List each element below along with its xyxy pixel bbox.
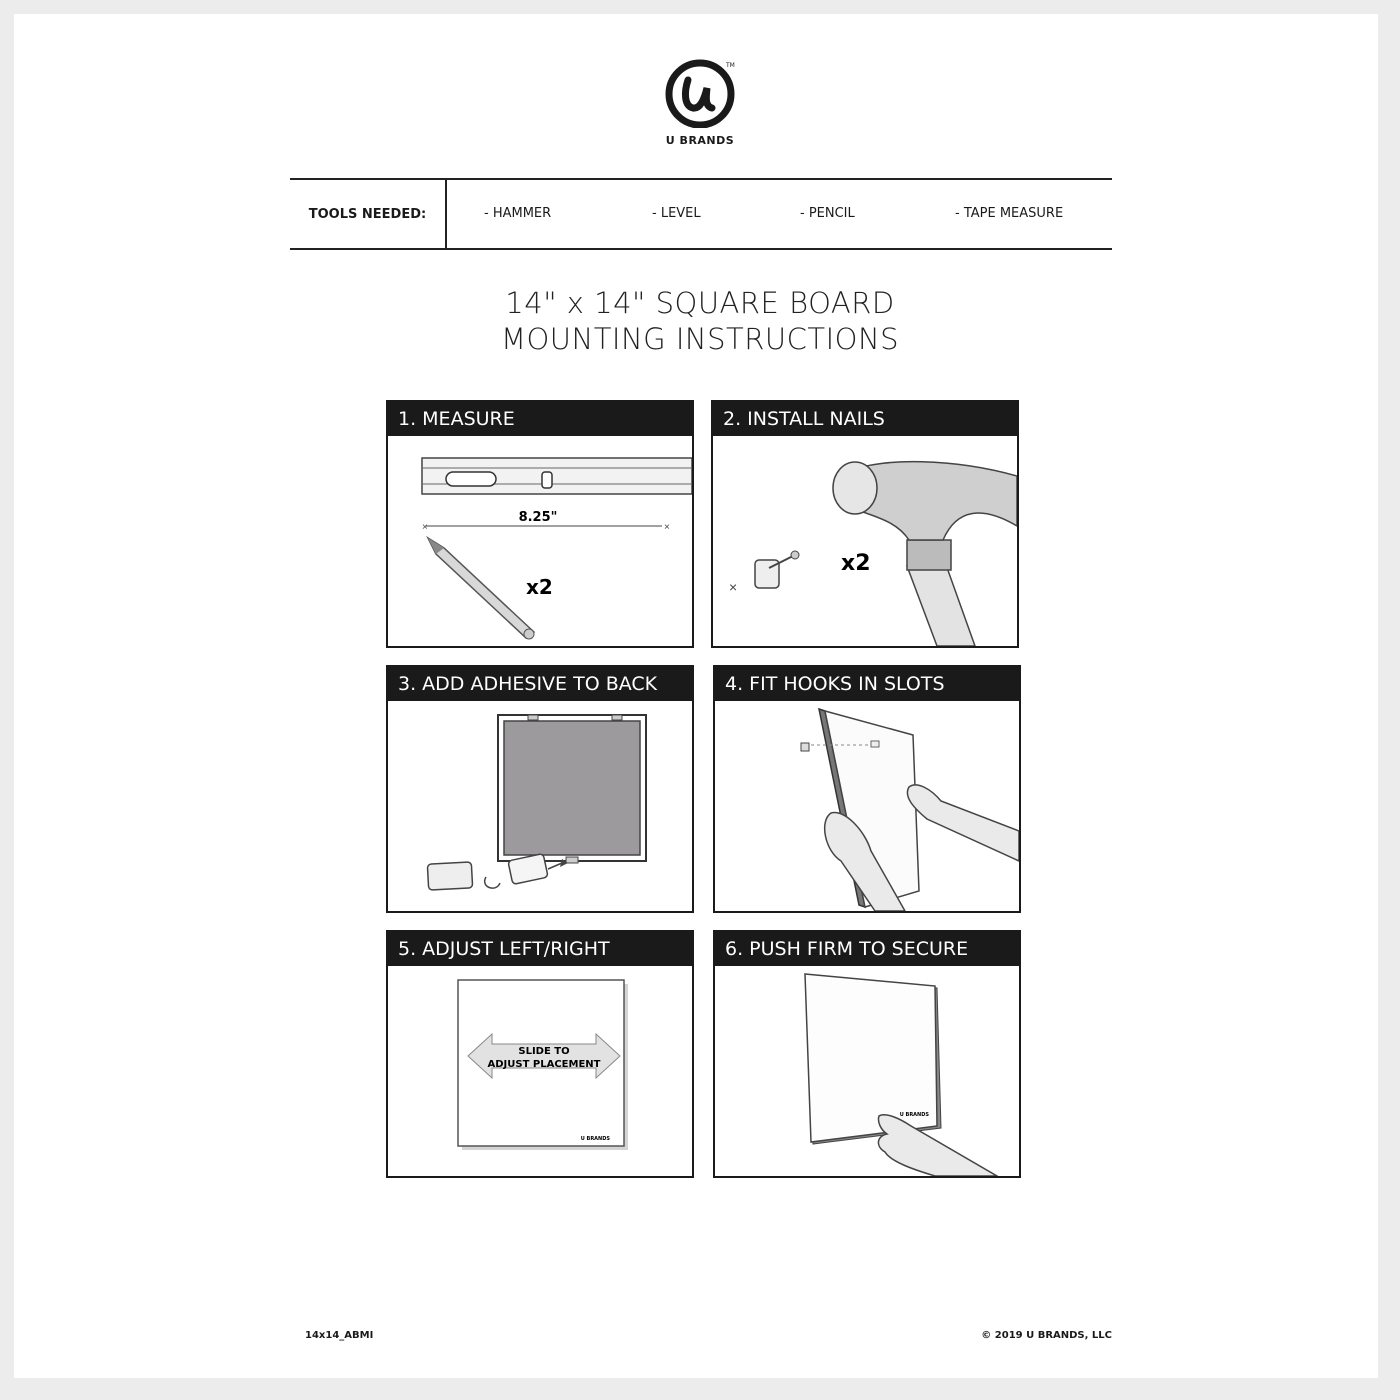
hammer-nail-illustration: × x2 <box>729 460 1017 646</box>
push-secure-illustration: U BRANDS <box>804 973 999 1176</box>
step-5-label: 5. ADJUST LEFT/RIGHT <box>388 932 692 966</box>
level-pencil-illustration: × × 8.25" x2 <box>421 457 692 640</box>
step-5-panel: 5. ADJUST LEFT/RIGHT U BRANDS SLIDE TO A… <box>386 930 694 1178</box>
hammer-icon <box>832 460 1017 646</box>
step-6-label: 6. PUSH FIRM TO SECURE <box>715 932 1019 966</box>
page-title-line2: MOUNTING INSTRUCTIONS <box>500 322 900 356</box>
nail-hook-icon: × <box>729 550 800 595</box>
page-title-line1: 14" x 14" SQUARE BOARD <box>505 286 895 320</box>
svg-text:×: × <box>422 522 428 533</box>
brand-logo: TM U BRANDS <box>660 58 740 147</box>
brand-name: U BRANDS <box>665 134 735 147</box>
step-4-panel: 4. FIT HOOKS IN SLOTS <box>713 665 1021 913</box>
step-6-panel: 6. PUSH FIRM TO SECURE U BRANDS <box>713 930 1021 1178</box>
hands-icon <box>823 784 1019 911</box>
copyright-notice: © 2019 U BRANDS, LLC <box>981 1330 1112 1341</box>
tools-needed-label: TOOLS NEEDED: <box>290 180 447 248</box>
tool-hammer: - HAMMER <box>484 206 552 221</box>
step-1-count: x2 <box>526 575 553 599</box>
document-code: 14x14_ABMI <box>305 1330 374 1341</box>
step-2-panel: 2. INSTALL NAILS × x2 <box>711 400 1019 648</box>
step-1-label: 1. MEASURE <box>388 402 692 436</box>
pushing-hand-icon <box>877 1114 999 1176</box>
board-back-icon <box>497 714 647 864</box>
slide-arrow-icon: SLIDE TO ADJUST PLACEMENT <box>467 1032 621 1080</box>
tool-pencil: - PENCIL <box>800 206 855 221</box>
tool-tape-measure: - TAPE MEASURE <box>955 206 1064 221</box>
step-3-panel: 3. ADD ADHESIVE TO BACK <box>386 665 694 913</box>
mounted-board-icon: U BRANDS <box>804 973 942 1145</box>
instruction-sheet <box>14 14 1378 1378</box>
adhesive-back-illustration <box>426 714 647 891</box>
tools-needed-bar: TOOLS NEEDED: - HAMMER - LEVEL - PENCIL … <box>290 178 1112 250</box>
slide-arrow-line2: ADJUST PLACEMENT <box>488 1059 601 1070</box>
step-2-label: 2. INSTALL NAILS <box>713 402 1017 436</box>
board-brand-mark: U BRANDS <box>581 1136 611 1142</box>
svg-text:×: × <box>664 522 670 533</box>
level-icon <box>421 457 692 495</box>
measurement-line: × × 8.25" <box>422 510 670 533</box>
step-4-label: 4. FIT HOOKS IN SLOTS <box>715 667 1019 701</box>
pencil-icon <box>426 535 536 640</box>
adhesive-strip-icon <box>426 853 568 891</box>
adjust-placement-illustration: U BRANDS SLIDE TO ADJUST PLACEMENT <box>457 979 628 1150</box>
step-2-count: x2 <box>841 551 871 576</box>
step-3-label: 3. ADD ADHESIVE TO BACK <box>388 667 692 701</box>
board-brand-mark: U BRANDS <box>900 1112 930 1118</box>
trademark-mark: TM <box>725 62 735 69</box>
fit-hooks-illustration <box>800 707 1019 911</box>
wall-hook-icon <box>800 740 880 752</box>
slide-arrow-line1: SLIDE TO <box>518 1046 569 1057</box>
measurement-value: 8.25" <box>519 510 558 525</box>
svg-text:×: × <box>729 579 737 595</box>
u-brands-logo-icon: TM <box>665 59 735 128</box>
step-1-panel: 1. MEASURE × × 8.25" x2 <box>386 400 694 648</box>
tool-level: - LEVEL <box>652 206 701 221</box>
